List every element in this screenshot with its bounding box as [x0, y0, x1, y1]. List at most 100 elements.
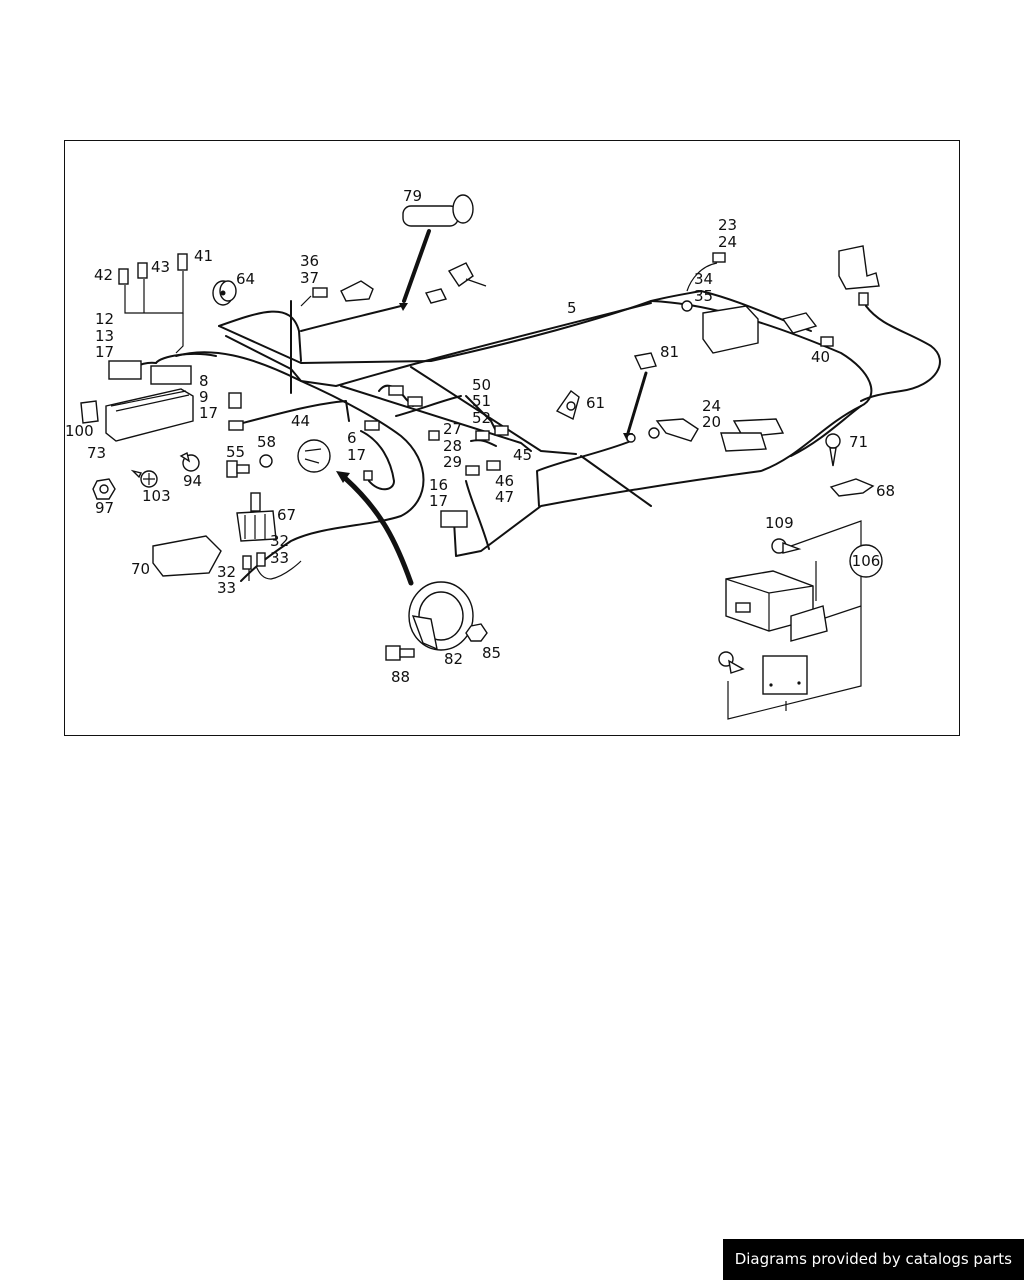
part-label: 71 [849, 433, 868, 451]
part-label: 52 [472, 409, 491, 427]
part-label: 17 [199, 404, 218, 422]
clip-81-icon [633, 352, 657, 370]
part-label: 12 [95, 310, 114, 328]
switch-37-icon [340, 280, 374, 302]
part-label: 17 [429, 492, 448, 510]
connector-36-icon [312, 287, 328, 298]
part-label: 17 [347, 446, 366, 464]
part-label: 88 [391, 668, 410, 686]
pointer-arrows [336, 229, 648, 586]
part-label: 32 [270, 532, 289, 550]
callout-106-circle [849, 544, 883, 578]
part-label: 29 [443, 453, 462, 471]
part-label: 45 [513, 446, 532, 464]
part-label: 24 [718, 233, 737, 251]
part-label: 16 [429, 476, 448, 494]
part-label: 68 [876, 482, 895, 500]
part-label: 47 [495, 488, 514, 506]
part-label: 33 [270, 549, 289, 567]
sensor-44-icon [297, 439, 331, 473]
part-label: 61 [586, 394, 605, 412]
components [80, 194, 883, 695]
part-label: 8 [199, 372, 209, 390]
part-label: 5 [567, 299, 577, 317]
part-label: 17 [95, 343, 114, 361]
part-label: 24 [702, 397, 721, 415]
part-label: 13 [95, 327, 114, 345]
part-label: 106 [852, 552, 881, 570]
part-label: 50 [472, 376, 491, 394]
control-box-icon [725, 570, 828, 642]
relay-43-icon [137, 262, 148, 279]
clip-68-icon [829, 478, 875, 497]
screw-103-icon [130, 469, 158, 488]
washer-58-icon [259, 454, 273, 468]
part-label: 37 [300, 269, 319, 287]
wiring-harness-diagram: 79 23 24 42 43 41 64 36 37 34 35 5 12 13… [65, 187, 941, 720]
part-label: 33 [217, 579, 236, 597]
part-label: 82 [444, 650, 463, 668]
connector-16-icon [440, 510, 468, 528]
part-label: 97 [95, 499, 114, 517]
switch-24-icon [655, 418, 699, 442]
part-label: 23 [718, 216, 737, 234]
grommet-64-icon [212, 280, 237, 306]
part-label: 9 [199, 388, 209, 406]
sensor-icon [838, 245, 880, 290]
part-label: 79 [403, 187, 422, 205]
part-label: 64 [236, 270, 255, 288]
part-label: 41 [194, 247, 213, 265]
part-label: 35 [694, 287, 713, 305]
part-label: 43 [151, 258, 170, 276]
leader-lines [124, 262, 862, 720]
part-label: 32 [217, 563, 236, 581]
bolt-55-icon [226, 460, 250, 478]
nut-97-icon [92, 478, 116, 500]
part-label: 81 [660, 343, 679, 361]
part-label: 6 [347, 429, 357, 447]
part-label: 70 [131, 560, 150, 578]
clip-40-icon [781, 312, 818, 334]
relay-42-icon [118, 268, 129, 285]
part-label: 34 [694, 270, 713, 288]
part-label: 27 [443, 420, 462, 438]
relay-box-12-icon [108, 360, 142, 380]
bracket-70-icon [152, 535, 222, 577]
part-label: 51 [472, 392, 491, 410]
plate-icon [762, 655, 808, 695]
bolt-88-icon [385, 645, 415, 661]
screw-109-icon [771, 538, 802, 554]
part-label: 94 [183, 472, 202, 490]
relay-41-icon [177, 253, 188, 271]
part-label: 44 [291, 412, 310, 430]
connector-67-icon [236, 492, 277, 542]
wiring-diagram-frame: 79 23 24 42 43 41 64 36 37 34 35 5 12 13… [64, 140, 960, 736]
part-label: 109 [765, 514, 794, 532]
part-label: 28 [443, 437, 462, 455]
part-label: 36 [300, 252, 319, 270]
part-label: 58 [257, 433, 276, 451]
part-label: 85 [482, 644, 501, 662]
control-unit-73-icon [105, 388, 194, 442]
screw-94-icon [179, 451, 200, 472]
horn-82-icon [408, 581, 474, 651]
relay-box-8-icon [150, 365, 192, 385]
main-harness [120, 290, 941, 582]
plug-icon [424, 288, 448, 304]
part-label: 42 [94, 266, 113, 284]
nut-85-icon [465, 623, 488, 642]
tube-part-icon [402, 194, 474, 227]
part-label: 20 [702, 413, 721, 431]
screw-71-icon [825, 433, 841, 467]
part-label: 40 [811, 348, 830, 366]
part-label: 55 [226, 443, 245, 461]
module-34-icon [702, 305, 759, 354]
connector-23-icon [712, 252, 726, 263]
part-label: 67 [277, 506, 296, 524]
relay-icon [228, 392, 242, 409]
credit-banner: Diagrams provided by catalogs parts [722, 1239, 1024, 1280]
part-label: 73 [87, 444, 106, 462]
part-label: 103 [142, 487, 171, 505]
screw-icon [718, 651, 745, 674]
part-labels: 79 23 24 42 43 41 64 36 37 34 35 5 12 13… [65, 187, 895, 686]
